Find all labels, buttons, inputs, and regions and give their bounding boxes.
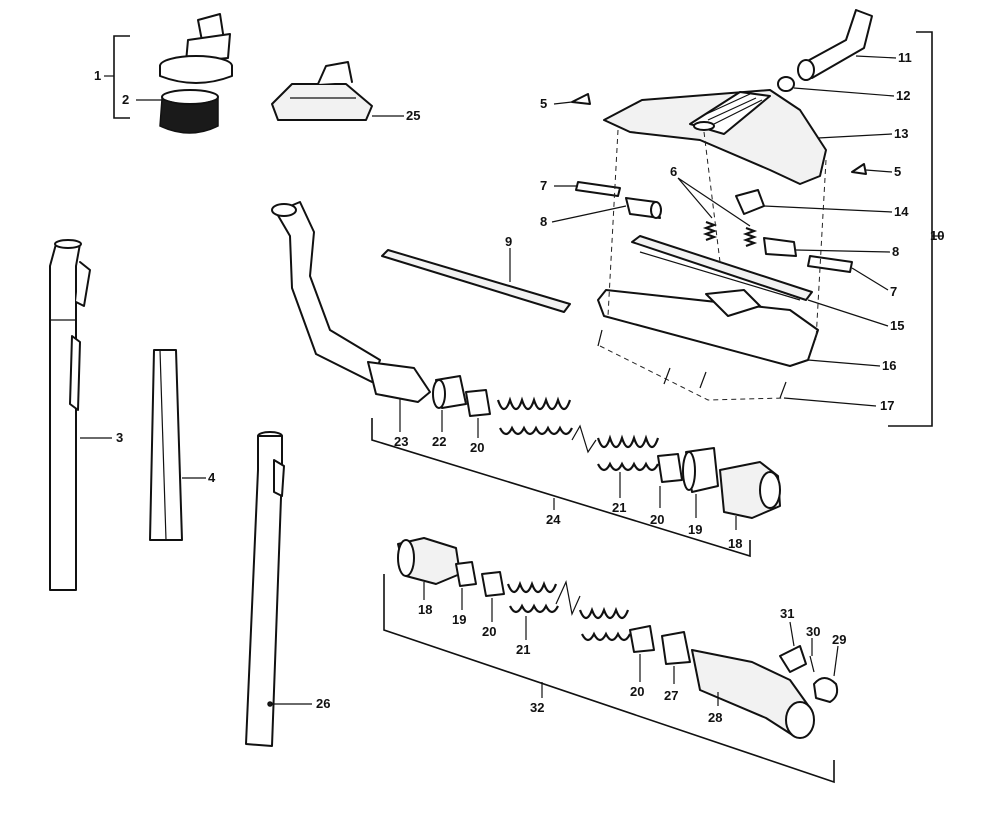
callout-2: 2 [122,92,129,107]
callout-1: 1 [94,68,101,83]
dusting-brush-assembly [159,13,233,134]
callout-29: 29 [832,632,846,647]
callout-31: 31 [780,606,794,621]
callout-27: 27 [664,688,678,703]
callout-18b: 18 [418,602,432,617]
bracket-1 [113,35,130,119]
callout-20d: 20 [630,684,644,699]
hose-assembly-upper [432,375,781,519]
callout-17: 17 [880,398,894,413]
hose-assembly-lower [397,537,839,739]
callout-9: 9 [505,234,512,249]
callout-7b: 7 [890,284,897,299]
callout-20a: 20 [470,440,484,455]
callout-22: 22 [432,434,446,449]
callout-19a: 19 [688,522,702,537]
power-nozzle-assembly [571,9,873,401]
callout-20c: 20 [482,624,496,639]
callout-16: 16 [882,358,896,373]
callout-12: 12 [896,88,910,103]
callout-11: 11 [898,50,912,65]
callout-5a: 5 [540,96,547,111]
callout-28: 28 [708,710,722,725]
crevice-tool [149,349,183,541]
extension-wand-with-clip [49,239,91,591]
callout-21a: 21 [612,500,626,515]
upholstery-nozzle [271,61,373,121]
callout-6: 6 [670,164,677,179]
bracket-32 [383,574,835,784]
callout-26: 26 [316,696,330,711]
bent-wand-handle [271,201,431,403]
callout-30: 30 [806,624,820,639]
callout-3: 3 [116,430,123,445]
callout-20b: 20 [650,512,664,527]
wand-tube [245,431,285,747]
callout-13: 13 [894,126,908,141]
callout-32: 32 [530,700,544,715]
callout-25: 25 [406,108,420,123]
callout-4: 4 [208,470,216,485]
bumper-strip [381,249,571,313]
callout-7a: 7 [540,178,547,193]
callout-10: 10 [930,228,944,243]
bracket-24 [371,418,751,558]
callout-8b: 8 [892,244,899,259]
callout-15: 15 [890,318,904,333]
bracket-10 [888,31,933,427]
callout-8a: 8 [540,214,547,229]
callout-5b: 5 [894,164,901,179]
callout-24: 24 [546,512,561,527]
callout-23: 23 [394,434,408,449]
callout-18a: 18 [728,536,742,551]
callout-14: 14 [894,204,909,219]
callout-19b: 19 [452,612,466,627]
callout-21b: 21 [516,642,530,657]
